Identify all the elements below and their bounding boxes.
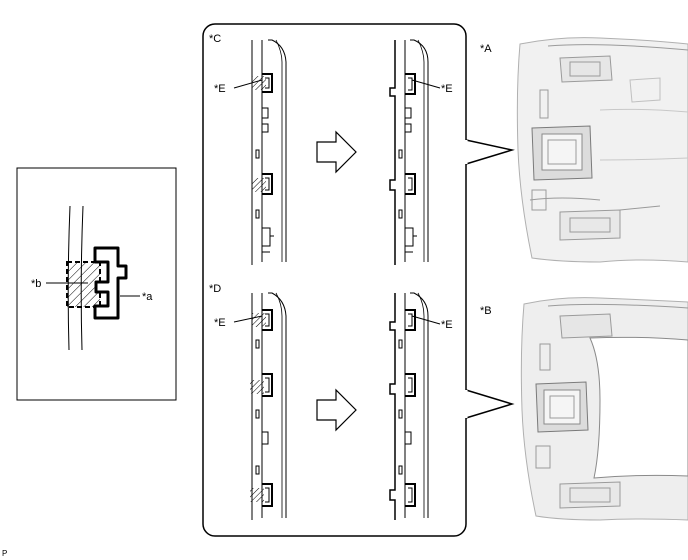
strip-d-before (250, 292, 287, 520)
strip-c-before (251, 39, 287, 265)
label-a: *a (142, 291, 153, 303)
arrow-right-icon (316, 388, 357, 432)
label-b: *b (31, 278, 41, 290)
pointer-wedge-bottom (465, 389, 515, 419)
clip-shape (93, 246, 128, 320)
callout-line-e (411, 315, 441, 325)
label-e: *E (441, 319, 453, 331)
label-e: *E (214, 317, 226, 329)
label-c: *C (209, 33, 221, 45)
headliner-image-a (516, 37, 688, 263)
headliner-image-b (520, 297, 688, 521)
label-b-upper: *B (480, 305, 492, 317)
callout-line-e (233, 79, 263, 89)
callout-line-e (233, 315, 263, 323)
strip-d-after (389, 292, 429, 520)
corner-code: P (2, 549, 7, 558)
callout-line-e (411, 79, 441, 89)
label-a-upper: *A (480, 43, 492, 55)
arrow-right-icon (316, 130, 357, 174)
detail-panel: *b *a (16, 167, 177, 401)
label-e: *E (441, 83, 453, 95)
strip-c-after (389, 39, 429, 265)
pointer-wedge-top (465, 139, 515, 165)
label-e: *E (214, 83, 226, 95)
comparison-frame (202, 23, 467, 537)
adhesive-area-dashed-outline (66, 261, 101, 308)
label-d: *D (209, 283, 221, 295)
